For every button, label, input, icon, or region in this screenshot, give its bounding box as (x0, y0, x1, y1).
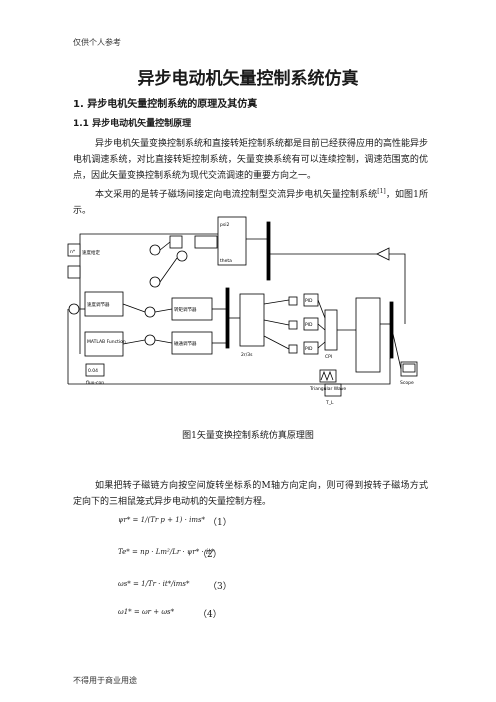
paragraph-intro: 异步电机矢量变换控制系统和直接转矩控制系统都是目前已经获得应用的高性能异步电机调… (73, 139, 429, 181)
theta-label: theta (220, 258, 232, 264)
paragraph-method: 本文采用的是转子磁场间接定向电流控制型交流异步电机矢量控制系统[1]，如图1所示… (73, 184, 428, 219)
equation-1-text: ψr* = 1/(Tr p + 1) · ims* (118, 516, 206, 524)
equation-2-text: Te* = np · Lm²/Lr · ψr* · it* (118, 548, 215, 556)
pid-label-3: PID (305, 346, 313, 352)
paragraph-method-end: ，如图1所示。 (73, 190, 428, 216)
pid-label-1: PID (305, 298, 313, 304)
equation-4-number: （4） (198, 610, 222, 620)
speed-setting-label: 速度给定 (82, 249, 100, 256)
flux-value: 0.04 (88, 368, 98, 374)
tl-label: T_L (325, 400, 334, 406)
equation-3-text: ωs* = 1/Tr · it*/ims* (118, 580, 190, 588)
flux-con-label: flux-con (86, 380, 104, 386)
figure-caption: 图1矢量变换控制系统仿真原理图 (182, 431, 314, 441)
pid-label-2: PID (305, 322, 313, 328)
paragraph-method-text: 本文采用的是转子磁场间接定向电流控制型交流异步电机矢量控制系统 (95, 190, 378, 200)
equation-2: Te* = np · Lm²/Lr · ψr* · it* （2） (118, 548, 222, 560)
equation-2-number: （2） (198, 550, 222, 560)
citation-ref: [1] (377, 188, 386, 195)
document-title: 异步电动机矢量控制系统仿真 (137, 69, 359, 89)
page-footer: 不得用于商业用途 (73, 676, 137, 685)
equation-3: ωs* = 1/Tr · it*/ims* （3） (118, 580, 232, 592)
page-header: 仅供个人参考 (73, 38, 121, 47)
simulink-diagram: n* 速度给定 速度调节器 MATLAB Function 0.04 flux-… (67, 216, 418, 406)
scope-label: Scope (400, 380, 414, 386)
equation-1-number: （1） (208, 518, 232, 528)
equation-1: ψr* = 1/(Tr p + 1) · ims* （1） (118, 516, 232, 528)
paragraph-equations-intro: 如果把转子磁链方向按空间旋转坐标系的M轴方向定向，则可得到按转子磁场方式定向下的… (73, 481, 428, 507)
cpi-label: CPI (325, 354, 332, 360)
equation-3-number: （3） (208, 582, 232, 592)
subsection-heading: 1.1 异步电动机矢量控制原理 (73, 119, 192, 129)
psi2-label: psi2 (220, 222, 229, 228)
triangular-label: Triangular Wave (309, 386, 346, 392)
flux-reg-label: 磁通调节器 (174, 340, 197, 347)
r2r3s-label: 2r/3s (241, 352, 253, 358)
equation-4-text: ω1* = ωr + ωs* (118, 608, 175, 616)
speed-reg-label: 速度调节器 (87, 301, 110, 308)
speed-setting-value: n* (70, 249, 76, 255)
torque-reg-label: 转矩调节器 (174, 306, 197, 313)
matlab-fn-label: MATLAB Function (87, 339, 126, 345)
equation-4: ω1* = ωr + ωs* （4） (118, 608, 222, 620)
section-heading: 1. 异步电机矢量控制系统的原理及其仿真 (73, 99, 258, 110)
